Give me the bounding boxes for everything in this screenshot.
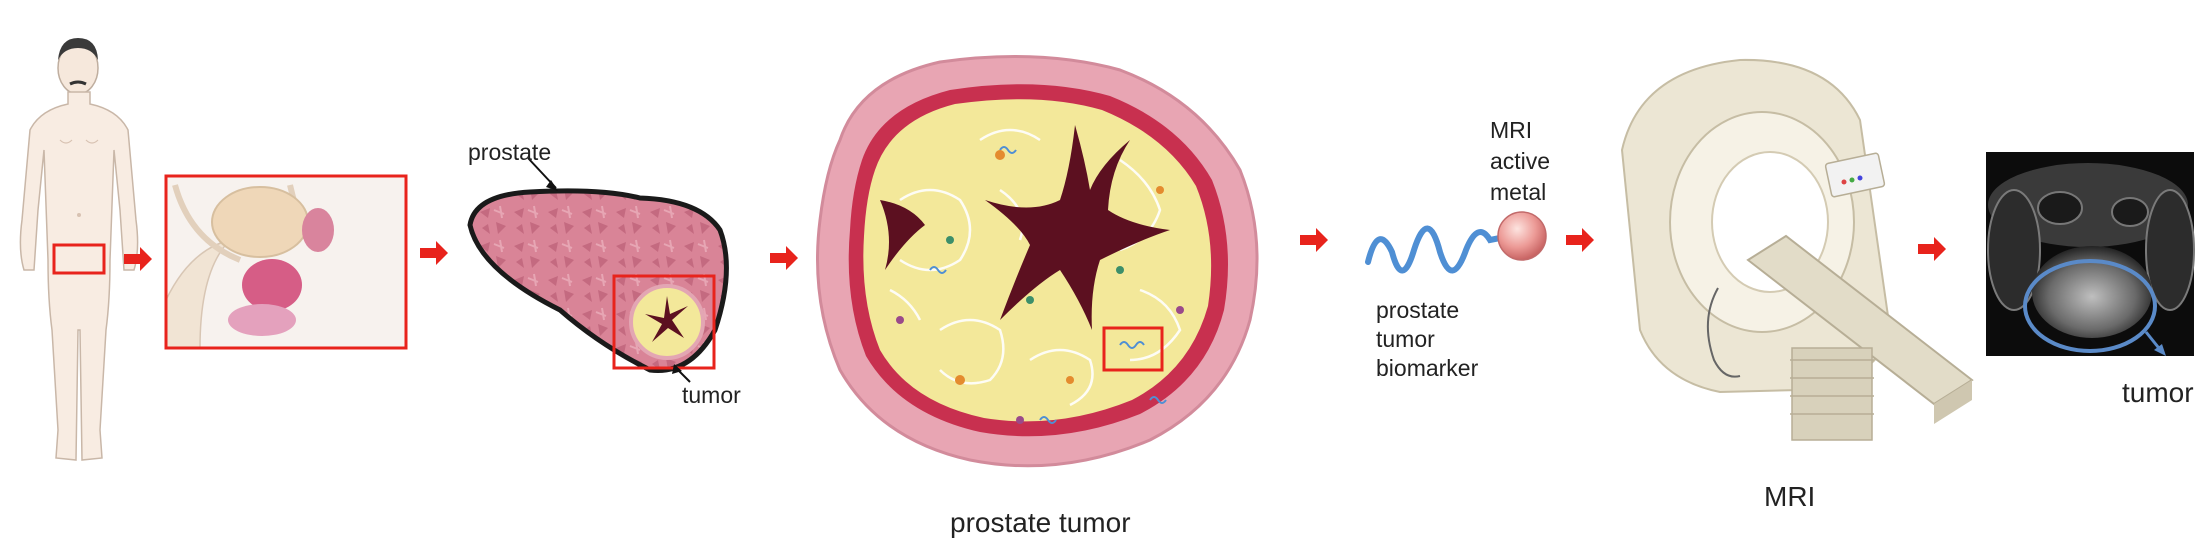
prostate-tumor-label: prostate tumor — [950, 507, 1131, 538]
arrow-right-icon — [1300, 228, 1328, 252]
prostate-label: prostate — [468, 139, 551, 165]
human-body-icon — [19, 38, 139, 461]
biomarker-wave-icon — [1365, 225, 1503, 274]
pelvis-highlight-box — [52, 243, 106, 275]
biomarker-zoom-box — [1102, 326, 1164, 372]
arrow-right-icon — [770, 246, 798, 270]
metal-sphere-icon — [1497, 211, 1547, 261]
tumor-label-small: tumor — [682, 382, 741, 408]
mri-active-metal-label: MRI active metal — [1490, 117, 1556, 205]
arrow-right-icon — [1566, 228, 1594, 252]
tumor-zoom-box — [612, 274, 716, 370]
pelvis-zoom-box — [164, 174, 408, 350]
mri-label: MRI — [1764, 481, 1815, 512]
pelvis-anatomy-icon — [164, 174, 408, 350]
tumor-label-scan: tumor — [2122, 377, 2194, 408]
scan-tumor-outline — [2023, 259, 2157, 353]
arrow-right-icon — [124, 247, 152, 271]
mri-scanner-icon — [1620, 58, 1974, 441]
arrow-right-icon — [420, 241, 448, 265]
biomarker-label: prostate tumor biomarker — [1376, 297, 1479, 381]
prostate-icon — [467, 157, 729, 383]
tumor-cross-section-icon — [816, 55, 1259, 468]
arrow-right-icon — [1918, 237, 1946, 261]
mri-scan-image-icon — [1986, 152, 2195, 356]
